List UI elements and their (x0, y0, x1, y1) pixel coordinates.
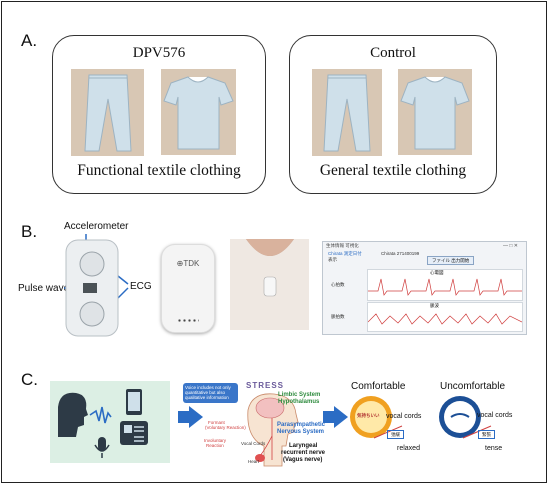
laryngeal-label: Laryngeal (289, 443, 318, 449)
control-title: Control (370, 45, 416, 61)
pants-icon (84, 74, 132, 152)
formant-label: Formant (208, 420, 225, 425)
dpv576-shirt-photo (161, 69, 236, 155)
ecg-label: ECG (130, 281, 152, 292)
control-card: Control General textile clothing (289, 35, 497, 194)
pulse-wave-label: Pulse wave (18, 283, 70, 294)
ecg-trace (368, 278, 522, 296)
control-caption: General textile clothing (319, 162, 467, 179)
tense-label: tense (485, 445, 503, 452)
comfortable-title: Comfortable (351, 381, 406, 392)
app-export-button[interactable]: ファイル 出力開始 (427, 256, 475, 265)
vagus-label: (Vagus nerve) (283, 457, 323, 463)
pulse-chart-area: 脈波 (367, 302, 523, 332)
nervous-system-label: Nervous System (277, 429, 325, 435)
heart-label: Heart (248, 459, 260, 464)
app-screenshot: 生体情報 可視化 — □ ✕ Chirata 測定日付 表示 Chirata 2… (322, 241, 527, 335)
uncomfortable-vocal-label: vocal cords (477, 412, 513, 419)
panel-a-label: A. (21, 31, 38, 50)
pulse-rate-label: 脈拍数 (331, 314, 345, 319)
ecg-chart-title: 心電図 (430, 270, 444, 275)
app-field-value: Chirata 271400199 (381, 251, 420, 256)
uncomfortable-vocal-box: 緊張 (478, 430, 495, 439)
pants-icon (323, 74, 371, 152)
flow-arrow-2-body (323, 411, 334, 423)
dpv576-title: DPV576 (132, 45, 186, 61)
brain-head-diagram (247, 393, 299, 467)
panel-b-label: B. (21, 222, 38, 241)
dpv576-caption: Functional textile clothing (77, 162, 241, 179)
comfortable-vocal-box: 弛緩 (387, 430, 404, 439)
device-diagram (64, 234, 129, 337)
hypothalamus-label: Hypothalamus (278, 399, 320, 405)
comfortable-face-icon (350, 396, 392, 438)
accelerometer-label: Accelerometer (64, 221, 129, 232)
involuntary-sub-label: Reaction (206, 443, 224, 448)
window-controls: — □ ✕ (503, 243, 518, 249)
ecg-electrode-top (79, 251, 105, 277)
app-window-title: 生体情報 可視化 (326, 243, 359, 248)
control-shirt-photo (398, 69, 472, 155)
panel-c-label: C. (21, 370, 38, 389)
voice-note-box: Voice includes not only quantitative but… (183, 383, 238, 403)
flow-arrow-2 (334, 406, 348, 428)
voice-note-text: Voice includes not only quantitative but… (185, 385, 231, 400)
control-pants-photo (312, 69, 382, 156)
comfortable-vocal-label: vocal cords (386, 413, 422, 420)
voice-input-box (50, 381, 170, 463)
uncomfortable-face-icon (439, 396, 481, 438)
uncomfortable-vocal-pointer (462, 425, 492, 439)
parasympathetic-label: Parasympathetic (277, 422, 326, 428)
pulse-sensor (83, 283, 97, 293)
heart-rate-label: 心拍数 (331, 282, 345, 287)
shirt-icon (400, 76, 470, 150)
shirt-icon (163, 76, 234, 150)
recurrent-nerve-label: recurrent nerve (281, 450, 326, 456)
uncomfortable-title: Uncomfortable (440, 381, 506, 392)
app-field-label-date: Chirata 測定日付 (328, 251, 362, 256)
ecg-chart-area: 心電図 (367, 269, 523, 301)
speaker-devices-icon (58, 389, 148, 458)
pulse-chart-title: 脈波 (430, 303, 439, 308)
comfortable-face-text: 気持ちいい (357, 413, 380, 418)
dpv576-card: DPV576 Functional textile clothing (52, 35, 266, 194)
pulse-trace (368, 313, 522, 325)
involuntary-label: Involuntary (204, 438, 227, 443)
formant-sub-label: (Voluntary Reaction) (205, 425, 246, 430)
vocal-cords-brain-label: Vocal Cords (241, 441, 266, 446)
app-field-label-display: 表示 (328, 257, 337, 262)
flow-arrow-1 (189, 406, 203, 428)
person-icon (230, 239, 309, 330)
ecg-electrode-bottom (79, 301, 105, 327)
status-leds (177, 319, 199, 322)
stress-word: STRESS (246, 381, 285, 390)
tdk-logo: ⊕TDK (176, 259, 200, 268)
tdk-device-photo: ⊕TDK (161, 244, 215, 333)
limbic-label: Limbic System (278, 392, 321, 398)
relaxed-label: relaxed (397, 445, 420, 452)
wearing-photo (230, 239, 309, 330)
flow-arrow-1-body (178, 411, 189, 423)
comfortable-vocal-pointer (373, 425, 403, 439)
dpv576-pants-photo (71, 69, 144, 156)
